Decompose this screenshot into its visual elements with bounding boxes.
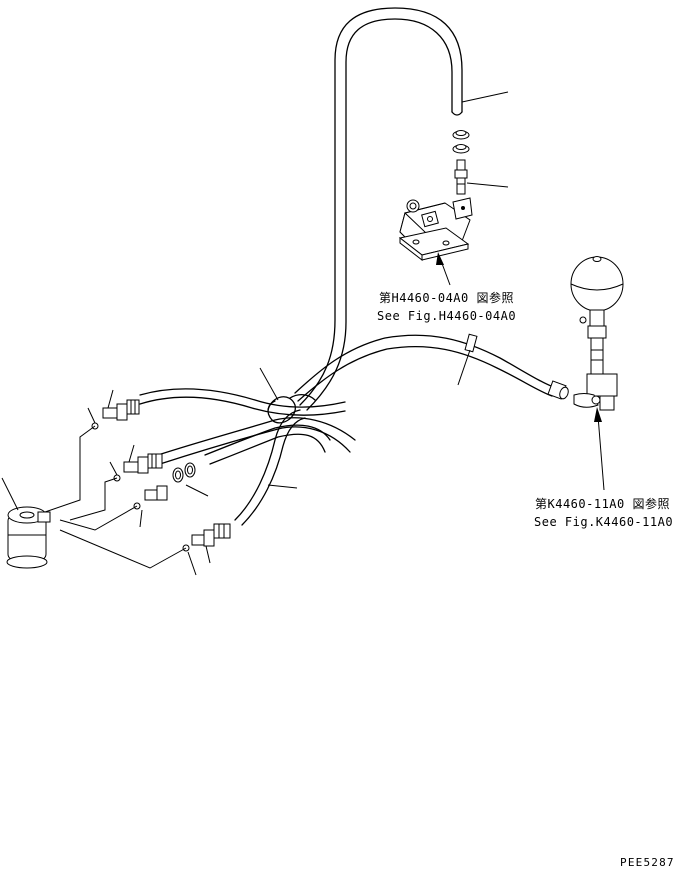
leader-nut-pair	[185, 484, 209, 497]
band-clamp	[267, 394, 316, 424]
nipple-fitting	[454, 159, 468, 195]
leader-oring-1	[87, 407, 96, 424]
accumulator	[570, 256, 624, 411]
leader-band-clamp	[259, 367, 279, 401]
leader-hose-top	[461, 91, 509, 103]
arrow-to-accumulator	[594, 407, 605, 491]
accumulator-hose	[294, 334, 569, 402]
loop-hose	[299, 7, 463, 411]
reference-label-k-en: See Fig.K4460-11A0	[534, 515, 673, 529]
hose-clamp-upper	[452, 130, 470, 140]
fitting-3	[133, 485, 168, 510]
leader-fitting-4	[205, 545, 211, 564]
leader-oring-2	[109, 461, 118, 476]
leader-fitting-1	[107, 389, 114, 409]
leader-lower-hose	[267, 484, 298, 489]
hose-clamp-lower	[452, 144, 470, 154]
leader-fitting-3	[139, 509, 143, 528]
elbow-fitting	[573, 393, 601, 408]
drawing-code: PEE5287	[620, 856, 675, 869]
fitting-1	[91, 399, 140, 430]
fitting-2	[113, 453, 163, 482]
fitting-index-lines	[44, 425, 187, 569]
leader-swivel	[1, 477, 19, 511]
fitting-4	[182, 523, 231, 552]
valve-bracket	[398, 227, 470, 262]
leader-nipple	[466, 182, 509, 188]
leader-accumulator-hose	[457, 349, 471, 386]
leader-oring-4	[187, 551, 197, 576]
hose-clip	[464, 333, 478, 353]
reference-label-h-jp: 第H4460-04A0 図参照	[379, 290, 514, 305]
reference-label-h-en: See Fig.H4460-04A0	[377, 309, 516, 323]
reference-label-k-jp: 第K4460-11A0 図参照	[535, 496, 670, 511]
hose-bundle	[139, 388, 356, 526]
swivel-joint	[6, 506, 51, 569]
leader-fitting-2	[128, 444, 135, 463]
nut-pair	[172, 462, 196, 483]
arrow-to-valve-bracket	[436, 252, 451, 286]
